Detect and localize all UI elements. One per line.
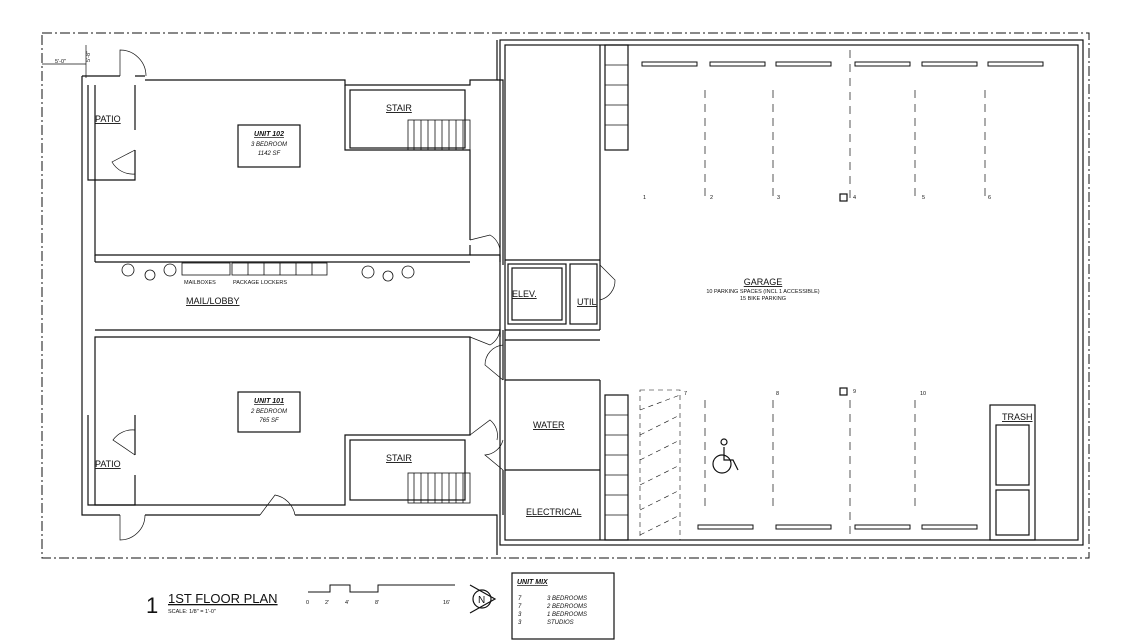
- space-number-1: 1: [643, 195, 646, 201]
- scale-bar: [308, 584, 455, 593]
- mailboxes-label: MAILBOXES: [184, 280, 216, 286]
- unit-101-type: 2 BEDROOM: [250, 409, 287, 415]
- accessible-parking-icon: [712, 438, 739, 474]
- space-number-4: 4: [853, 195, 856, 201]
- space-number-10: 10: [920, 391, 926, 397]
- property-line: [41, 32, 1090, 559]
- unit-102-name: UNIT 102: [254, 131, 284, 138]
- unit-101-label-box: [237, 391, 301, 433]
- unit-mix-type-2: 2 BEDROOMS: [546, 604, 587, 610]
- space-number-7: 7: [684, 391, 687, 397]
- room-label-patio-lower: PATIO: [95, 459, 121, 469]
- unit-mix-count-3: 3: [518, 612, 522, 618]
- scale-tick-8: 8': [375, 600, 379, 606]
- wheel-stops: [641, 61, 1044, 530]
- room-label-patio-upper: PATIO: [95, 114, 121, 124]
- scale-tick-2: 2': [325, 600, 329, 606]
- room-label-water: WATER: [533, 420, 565, 430]
- space-number-9: 9: [853, 389, 856, 395]
- room-label-elev: ELEV.: [512, 289, 537, 299]
- room-label-util: UTIL: [577, 297, 597, 307]
- unit-mix-type-4: STUDIOS: [547, 620, 574, 626]
- unit-101-name: UNIT 101: [254, 398, 284, 405]
- space-number-2: 2: [710, 195, 713, 201]
- unit-102-label-box: [237, 124, 301, 168]
- column: [839, 387, 848, 396]
- space-number-5: 5: [922, 195, 925, 201]
- stair-treads: [407, 119, 471, 504]
- column: [839, 193, 848, 202]
- scale-tick-16: 16': [443, 600, 450, 606]
- scale-tick-0: 0: [306, 600, 309, 606]
- garage-line2: 15 BIKE PARKING: [740, 296, 786, 302]
- room-label-trash: TRASH: [1002, 412, 1033, 422]
- unit-101-area: 765 SF: [259, 418, 279, 424]
- unit-mix-count-1: 7: [518, 596, 522, 602]
- drawing-scale: SCALE: 1/8" = 1'-0": [168, 609, 216, 615]
- door-swings: [111, 49, 616, 541]
- stall-lines: [704, 50, 986, 540]
- drawing-number: 1: [146, 593, 158, 618]
- scale-tick-4: 4': [345, 600, 349, 606]
- room-label-mail-lobby: MAIL/LOBBY: [186, 296, 240, 306]
- unit-102-area: 1142 SF: [258, 151, 281, 157]
- unit-mix-heading: UNIT MIX: [517, 579, 549, 586]
- north-arrow-icon: [469, 584, 497, 614]
- accessible-aisle-hatch: [639, 389, 681, 541]
- setback-dimension-h: 5'-0": [55, 59, 66, 65]
- garage-step-lines: [605, 64, 628, 516]
- unit-mix-type-1: 3 BEDROOMS: [547, 596, 587, 602]
- package-lockers-label: PACKAGE LOCKERS: [233, 280, 287, 286]
- space-number-3: 3: [777, 195, 780, 201]
- residential-walls: [81, 40, 504, 555]
- space-number-8: 8: [776, 391, 779, 397]
- unit-mix-type-3: 1 BEDROOMS: [547, 612, 587, 618]
- room-label-stair-upper: STAIR: [386, 103, 412, 113]
- north-arrow-letter: N: [478, 595, 485, 606]
- unit-mix-count-4: 3: [518, 620, 522, 626]
- space-number-6: 6: [988, 195, 991, 201]
- garage-title: GARAGE: [744, 277, 783, 287]
- setback-dimension-v: 5'-8": [86, 51, 92, 62]
- room-label-electrical: ELECTRICAL: [526, 507, 582, 517]
- room-label-stair-lower: STAIR: [386, 453, 412, 463]
- unit-102-type: 3 BEDROOM: [251, 142, 287, 148]
- unit-mix-count-2: 7: [518, 604, 522, 610]
- garage-line1: 10 PARKING SPACES (INCL 1 ACCESSIBLE): [706, 289, 819, 295]
- unit-mix-box: [511, 572, 615, 640]
- drawing-title: 1ST FLOOR PLAN: [168, 591, 278, 606]
- lobby-furniture: [121, 262, 415, 282]
- garage-walls: [499, 39, 1084, 546]
